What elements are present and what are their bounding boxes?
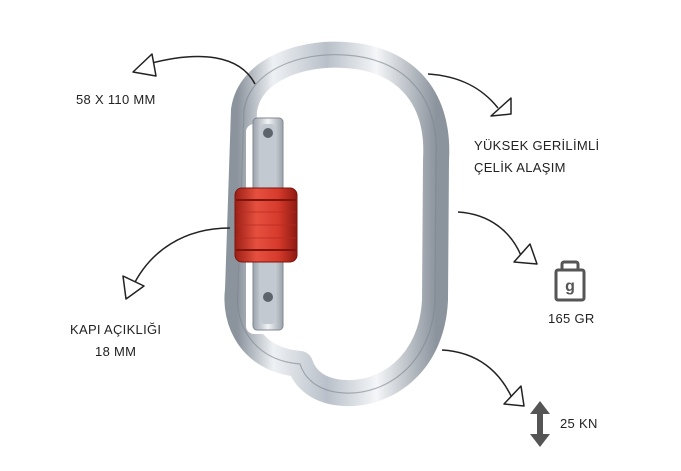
triangle-arrow-icon: [132, 53, 157, 77]
pointer-line-strength: [441, 349, 513, 399]
triangle-arrow-icon: [122, 275, 145, 300]
weight-icon-glyph: g: [565, 278, 575, 295]
double-arrow-vertical-icon: [530, 401, 550, 447]
material-line-1: YÜKSEK GERİLİMLİ: [474, 138, 600, 153]
triangle-arrow-icon: [513, 243, 538, 265]
pointer-line-material: [427, 73, 499, 109]
gate-opening-line-2: 18 MM: [95, 344, 137, 359]
weight-value: 165 GR: [548, 311, 595, 326]
pointer-line-dimensions: [147, 55, 256, 85]
pointer-arrows: [131, 55, 523, 399]
dimensions-label: 58 X 110 MM: [76, 89, 156, 111]
gate-opening-label: KAPI AÇIKLIĞI 18 MM: [70, 319, 161, 363]
strength-label: 25 KN: [560, 413, 598, 435]
material-line-2: ÇELİK ALAŞIM: [474, 160, 566, 175]
dimensions-value: 58 X 110 MM: [76, 92, 156, 107]
pointer-line-weight: [457, 211, 523, 259]
weight-label: 165 GR: [548, 308, 595, 330]
strength-value: 25 KN: [560, 416, 598, 431]
pointer-line-gate: [131, 227, 231, 289]
material-label: YÜKSEK GERİLİMLİ ÇELİK ALAŞIM: [474, 135, 599, 179]
triangle-arrow-icon: [503, 385, 525, 407]
gate-opening-line-1: KAPI AÇIKLIĞI: [70, 322, 162, 337]
triangle-arrow-icon: [490, 97, 512, 117]
locking-sleeve: [234, 187, 298, 263]
weight-icon: g: [554, 260, 586, 302]
carabiner-body: [224, 41, 450, 407]
